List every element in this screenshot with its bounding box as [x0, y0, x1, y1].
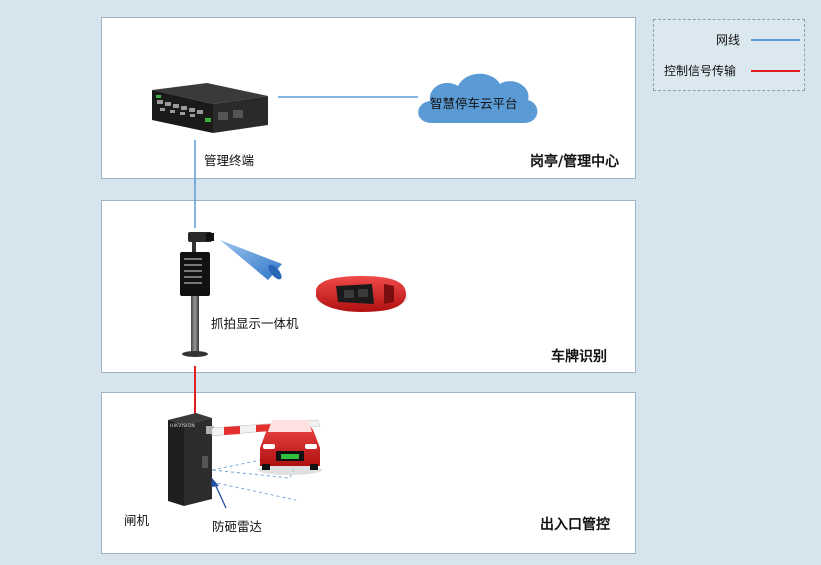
capture-display-label: 抓拍显示一体机 [211, 316, 299, 331]
cloud-shape [418, 73, 538, 123]
legend-control-label: 控制信号传输 [664, 64, 737, 78]
cloud-platform-label: 智慧停车云平台 [430, 96, 518, 111]
anti-smash-radar-label: 防砸雷达 [212, 519, 263, 534]
red-car-topview [316, 276, 408, 312]
title-management-center: 岗亭/管理中心 [530, 154, 620, 170]
legend-network-line [751, 39, 800, 41]
management-terminal-device [152, 83, 268, 133]
red-car-frontview [258, 420, 322, 475]
capture-display-unit [180, 232, 282, 357]
legend-control-line [751, 70, 800, 72]
management-terminal-label: 管理终端 [204, 153, 255, 168]
title-entrance-control: 出入口管控 [540, 517, 610, 533]
legend-network-label: 网线 [716, 33, 741, 47]
barrier-brand-logo: HIKVISION [170, 424, 195, 429]
barrier-gate-label: 闸机 [124, 513, 150, 528]
legend-box: 网线 控制信号传输 [653, 19, 805, 91]
title-plate-recognition: 车牌识别 [551, 349, 607, 365]
